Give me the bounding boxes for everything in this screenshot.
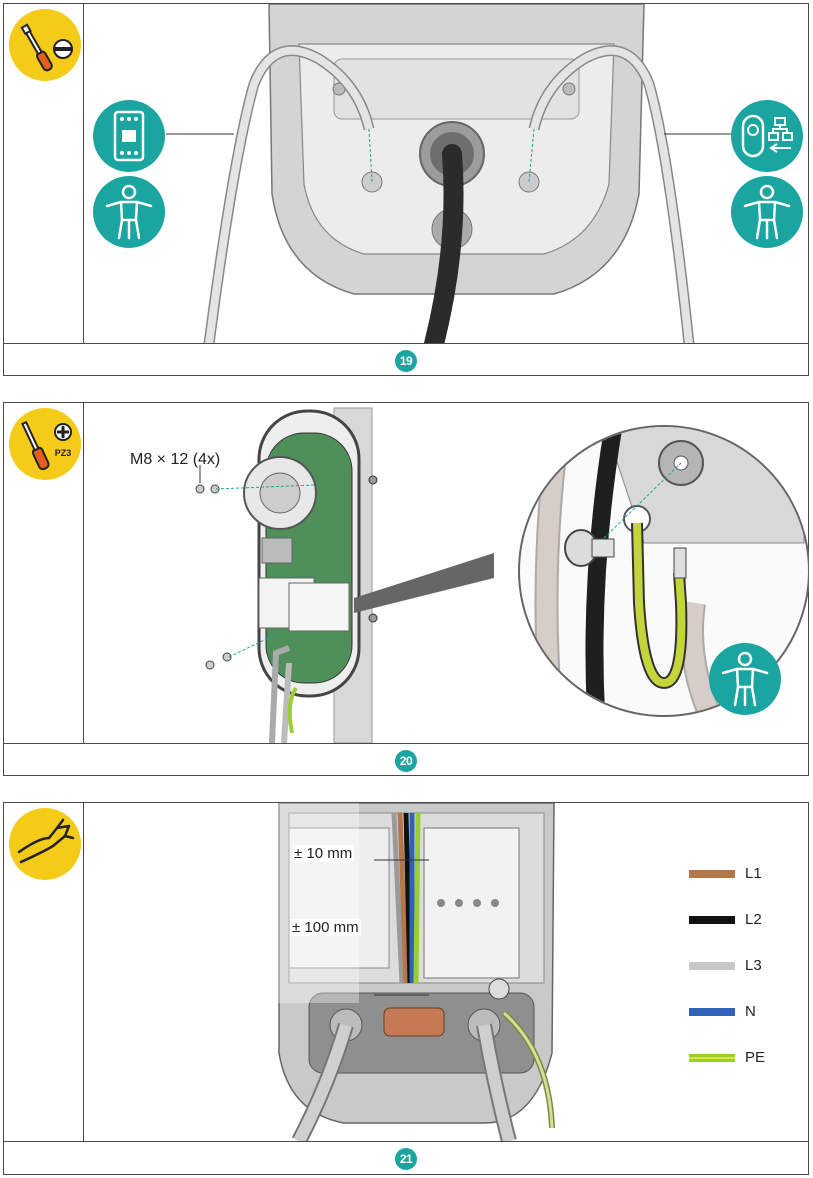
- legend-label: L3: [745, 957, 762, 974]
- load-balancing-icon: [731, 100, 803, 172]
- step-19-panel: 19: [3, 3, 809, 376]
- pz3-label: PZ3: [55, 448, 72, 458]
- step-number: 20: [395, 750, 417, 772]
- measurement-label-100mm: ± 100 mm: [290, 919, 361, 936]
- legend-item-l2: L2: [689, 911, 789, 931]
- legend-item-pe: PE: [689, 1049, 789, 1069]
- step-footer: 20: [4, 743, 808, 776]
- legend-label: L1: [745, 865, 762, 882]
- legend-swatch: [689, 870, 735, 878]
- step-footer: 19: [4, 343, 808, 376]
- step-number: 21: [395, 1148, 417, 1170]
- step-19-illustration: [84, 3, 809, 354]
- flathead-screwdriver-icon: [9, 9, 81, 81]
- legend-swatch: [689, 1008, 735, 1016]
- screw-spec-label: M8 × 12 (4x): [130, 451, 221, 468]
- step-20-panel: PZ3: [3, 402, 810, 776]
- legend-swatch: [689, 916, 735, 924]
- measurement-label-10mm: ± 10 mm: [292, 845, 355, 862]
- legend-label: L2: [745, 911, 762, 928]
- step-21-panel: ± 10 mm ± 100 mm L1 L2 L3 N PE 21: [3, 802, 809, 1175]
- installer-person-icon: [731, 176, 803, 248]
- tool-column: [4, 803, 84, 1141]
- legend-item-l3: L3: [689, 957, 789, 977]
- legend-item-l1: L1: [689, 865, 789, 885]
- legend-item-n: N: [689, 1003, 789, 1023]
- tool-column: [4, 4, 84, 344]
- step-20-illustration: [84, 403, 810, 744]
- legend-label: N: [745, 1003, 756, 1020]
- step-number: 19: [395, 350, 417, 372]
- wire-stripper-icon: [9, 808, 81, 880]
- surge-protector-icon: [93, 100, 165, 172]
- installer-person-icon: [709, 643, 781, 715]
- tool-column: PZ3: [4, 403, 84, 743]
- phillips-screwdriver-icon: PZ3: [9, 408, 81, 480]
- installer-person-icon: [93, 176, 165, 248]
- step-21-illustration: [84, 802, 809, 1145]
- step-footer: 21: [4, 1141, 808, 1174]
- legend-label: PE: [745, 1049, 766, 1066]
- legend-swatch: [689, 962, 735, 970]
- legend-swatch: [689, 1054, 735, 1062]
